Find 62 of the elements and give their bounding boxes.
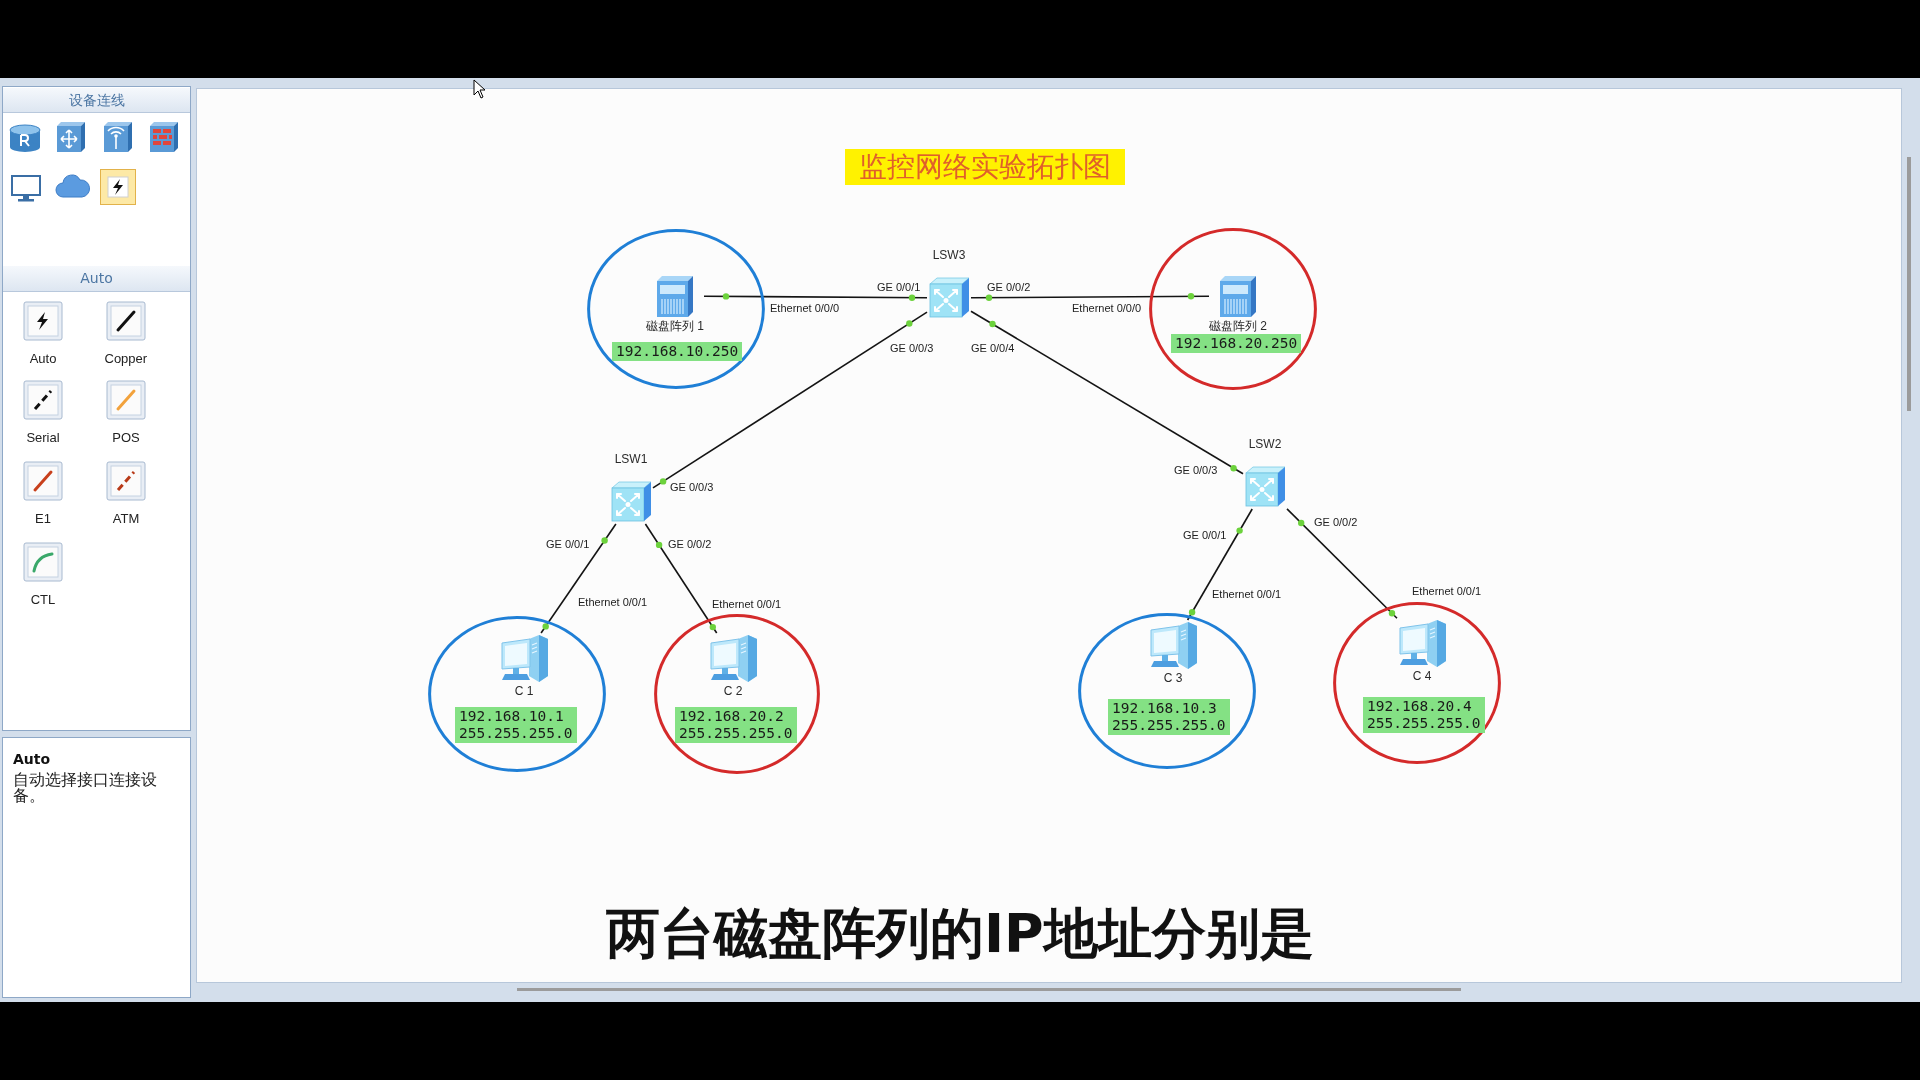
port-label: Ethernet 0/0/0 [770,302,840,315]
address-text: 255.255.255.0 [1112,717,1226,734]
cable-line [1286,508,1398,619]
panel-header: 设备连线 [3,88,190,113]
port-label: GE 0/0/1 [1183,529,1227,542]
address-text: 192.168.20.4 [1367,698,1473,715]
device-label: LSW2 [1248,437,1282,451]
address-text: 255.255.255.0 [1367,715,1481,732]
device-label: LSW3 [932,248,966,262]
port-label: GE 0/0/1 [546,538,590,551]
cable-type-label: CTL [30,592,56,607]
address-box [455,707,577,743]
cable-line [644,523,718,634]
port-label: Ethernet 0/0/1 [1412,585,1482,598]
device-label: C 4 [1412,669,1432,683]
info-text: 自动选择接口连接设备。 [13,772,158,804]
cable-line [970,310,1244,475]
address-text: 192.168.20.250 [1175,335,1298,352]
device-label: 磁盘阵列 2 [1209,319,1267,333]
address-box [1171,334,1302,353]
subtitle: 两台磁盘阵列的IP地址分别是 [606,904,1314,964]
cable-line [652,311,928,489]
address-text: 255.255.255.0 [459,725,573,742]
port-label: GE 0/0/3 [670,481,714,494]
diagram-title: 监控网络实验拓扑图 [845,149,1125,185]
address-box [1363,697,1485,733]
cable-type-label: E1 [35,511,51,526]
cable-type-label: ATM [112,511,140,526]
cable-type-label: POS [112,430,140,445]
address-text: 192.168.10.3 [1112,700,1218,717]
cable-line [1186,508,1253,621]
port-label: GE 0/0/2 [987,281,1031,294]
port-label: Ethernet 0/0/1 [578,596,648,609]
port-label: Ethernet 0/0/0 [1072,302,1142,315]
device-label: LSW1 [614,452,648,466]
address-text: 192.168.10.250 [616,343,739,360]
device-label: C 3 [1163,671,1183,685]
panel-header: Auto [3,266,190,292]
port-label: GE 0/0/2 [668,538,712,551]
port-label: GE 0/0/3 [1174,464,1218,477]
cable-type-label: Serial [26,430,60,445]
port-label: Ethernet 0/0/1 [1212,588,1282,601]
address-text: 255.255.255.0 [679,725,793,742]
port-label: GE 0/0/2 [1314,516,1358,529]
address-text: 192.168.10.1 [459,708,565,725]
port-label: GE 0/0/1 [877,281,921,294]
device-label: C 1 [514,684,534,698]
cable-line [970,295,1210,299]
info-heading: Auto [13,751,51,767]
address-text: 192.168.20.2 [679,708,785,725]
cable-type-label: Auto [29,351,57,366]
port-label: GE 0/0/4 [971,342,1015,355]
device-label: C 2 [723,684,743,698]
address-box [675,707,797,743]
cable-line [540,523,617,634]
port-label: Ethernet 0/0/1 [712,598,782,611]
cable-line [703,295,928,299]
address-box [612,342,743,361]
cable-type-label: Copper [104,351,148,366]
address-box [1108,699,1230,735]
port-label: GE 0/0/3 [890,342,934,355]
device-label: 磁盘阵列 1 [646,319,704,333]
